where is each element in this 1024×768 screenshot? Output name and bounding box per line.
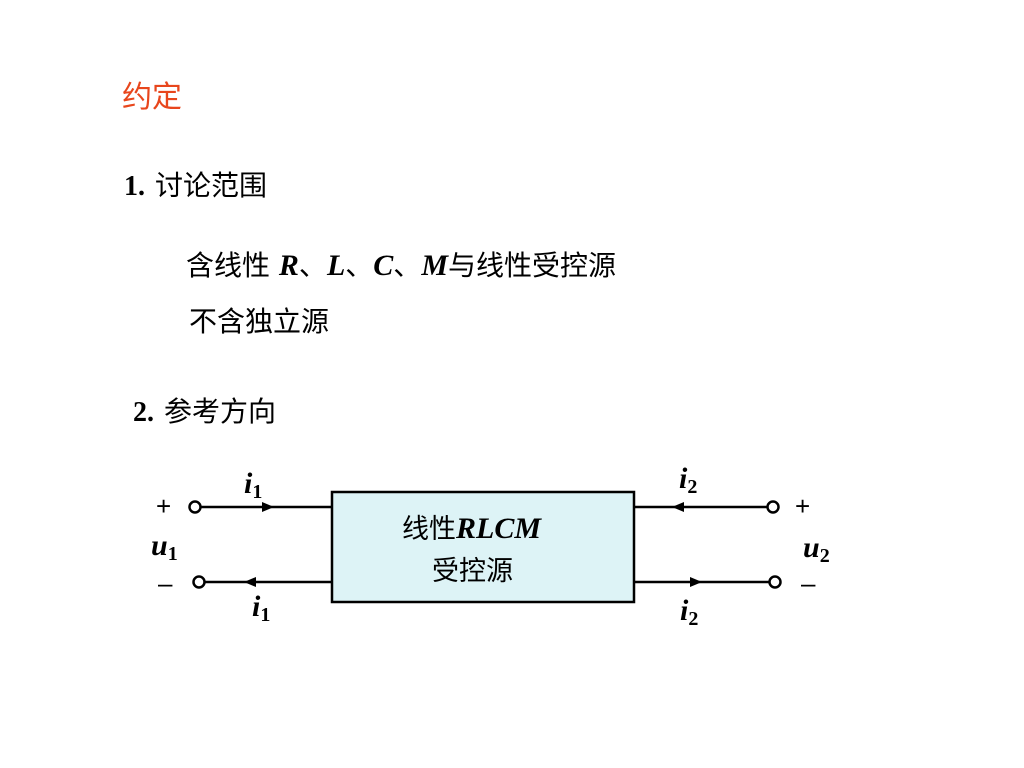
port-1-plus-sign: + xyxy=(156,491,171,521)
section-2-heading: 2. 参考方向 xyxy=(133,390,276,430)
scope-line-2: 不含独立源 xyxy=(189,305,330,338)
slide-title: 约定 xyxy=(122,80,182,115)
symbol-c: C xyxy=(373,249,394,282)
label-u2: u2 xyxy=(803,531,830,567)
scope-line-1: 含线性 R、L、C、M与线性受控源 xyxy=(186,244,616,284)
scope-line-1-suffix: 与线性受控源 xyxy=(448,249,617,282)
arrow-i1-top xyxy=(238,502,274,512)
port-1-plus-terminal xyxy=(188,500,202,514)
separator: 、 xyxy=(345,249,374,282)
port-1-minus-terminal xyxy=(192,575,206,589)
port-1-minus-sign: – xyxy=(158,568,173,598)
label-i2-bottom: i2 xyxy=(680,594,698,630)
separator: 、 xyxy=(393,249,422,282)
arrow-i2-top xyxy=(672,502,708,512)
label-i1-top: i1 xyxy=(244,467,262,503)
label-u1: u1 xyxy=(151,529,178,565)
section-1-number: 1. xyxy=(124,171,145,202)
symbol-l: L xyxy=(326,249,346,282)
port-2-plus-sign: + xyxy=(795,491,810,521)
box-label-line-1: 线性RLCM xyxy=(402,512,542,545)
scope-line-1-prefix: 含线性 xyxy=(186,249,279,282)
arrow-i2-bottom xyxy=(668,577,702,587)
symbol-m: M xyxy=(421,249,448,282)
port-2-minus-terminal xyxy=(768,575,782,589)
section-2-heading-text: 参考方向 xyxy=(164,395,277,428)
network-box xyxy=(330,490,636,604)
port-2-plus-terminal xyxy=(766,500,780,514)
arrow-i1-bottom xyxy=(244,577,280,587)
symbol-r: R xyxy=(278,249,299,282)
section-2-number: 2. xyxy=(133,397,154,428)
label-i1-bottom: i1 xyxy=(252,590,270,626)
section-1-heading-text: 讨论范围 xyxy=(155,169,268,202)
box-label-line-2: 受控源 xyxy=(432,556,513,587)
separator: 、 xyxy=(298,249,327,282)
section-1-heading: 1. 讨论范围 xyxy=(124,164,267,204)
port-2-minus-sign: – xyxy=(801,568,816,598)
label-i2-top: i2 xyxy=(679,462,697,498)
